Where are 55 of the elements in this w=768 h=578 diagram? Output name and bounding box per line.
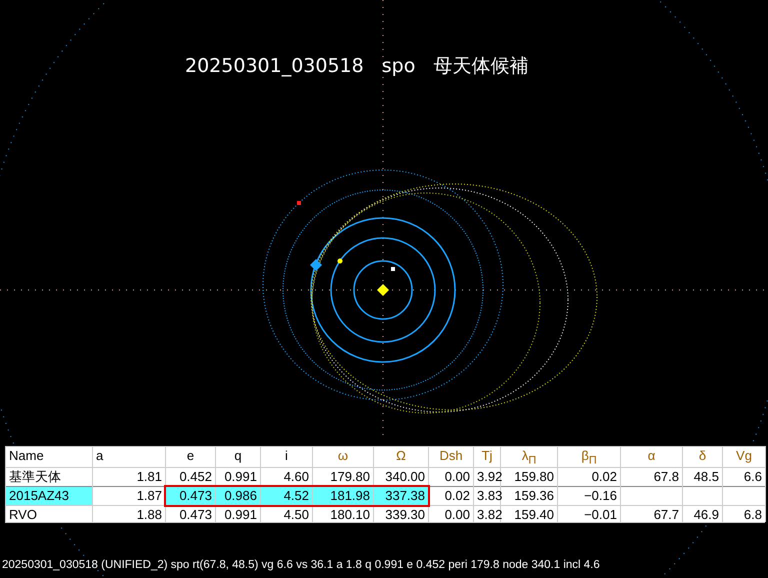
column-header: Vg: [735, 447, 753, 465]
table-value: 0.991: [223, 468, 258, 486]
table-value: 1.87: [136, 487, 163, 505]
column-header: δ: [698, 447, 708, 465]
column-header: Ω: [395, 447, 407, 465]
table-value: 181.98: [313, 487, 373, 505]
column-header: e: [186, 447, 196, 465]
table-value: 0.473: [166, 487, 215, 505]
column-header: i: [284, 447, 289, 465]
chart-title: 20250301_030518 spo 母天体候補: [185, 54, 528, 78]
column-header: q: [233, 447, 243, 465]
table-value: 340.00: [384, 468, 426, 486]
table-value: 0.452: [178, 468, 213, 486]
table-value: 339.30: [384, 506, 426, 522]
status-line: 20250301_030518 (UNIFIED_2) spo rt(67.8, 48.5) vg 6.6 vs 36.1 a 1.8 q 0.991 e 0.452 peri 179.8 node 340.1 incl 4.6: [2, 558, 600, 573]
table-value: 46.9: [692, 506, 720, 522]
table-value: 179.80: [329, 468, 371, 486]
column-header: Tj: [480, 447, 494, 465]
table-value: 67.8: [652, 468, 680, 486]
row-name: 基準天体: [8, 468, 62, 486]
table-value: 3.82: [476, 506, 500, 522]
row-name: 2015AZ43: [6, 487, 92, 505]
column-header: β$_{Π}$: [580, 447, 598, 467]
column-header: a: [95, 447, 104, 465]
table-value: 67.7: [652, 506, 680, 522]
table-value: 337.38: [374, 487, 428, 505]
table-value: 1.88: [136, 506, 163, 522]
row-name: RVO: [8, 506, 38, 522]
table-value: 0.986: [216, 487, 260, 505]
table-value: 3.92: [476, 468, 500, 486]
column-header: Dsh: [438, 447, 464, 465]
table-value: 0.02: [590, 468, 618, 486]
table-value: 159.36: [513, 487, 555, 505]
table-value: 3.83: [476, 487, 500, 505]
table-value: 0.00: [444, 506, 471, 522]
column-header: λ$_{Π}$: [520, 447, 538, 467]
table-value: 4.50: [282, 506, 310, 522]
table-value: −0.01: [583, 506, 618, 522]
table-value: 159.40: [513, 506, 555, 522]
table-value: −0.16: [583, 487, 618, 505]
table-value: 1.81: [136, 468, 163, 486]
column-header: α: [646, 447, 656, 465]
table-value: 0.00: [444, 468, 471, 486]
table-value: 0.991: [223, 506, 258, 522]
table-value: 0.02: [444, 487, 471, 505]
table-value: 6.8: [742, 506, 763, 522]
table-value: 4.52: [261, 487, 312, 505]
column-header: ω: [336, 447, 350, 465]
table-value: 159.80: [513, 468, 555, 486]
table-value: 0.473: [178, 506, 213, 522]
table-value: 4.60: [282, 468, 310, 486]
column-header: Name: [8, 447, 45, 465]
table-value: 6.6: [742, 468, 763, 486]
table-value: 48.5: [692, 468, 720, 486]
table-value: 180.10: [329, 506, 371, 522]
